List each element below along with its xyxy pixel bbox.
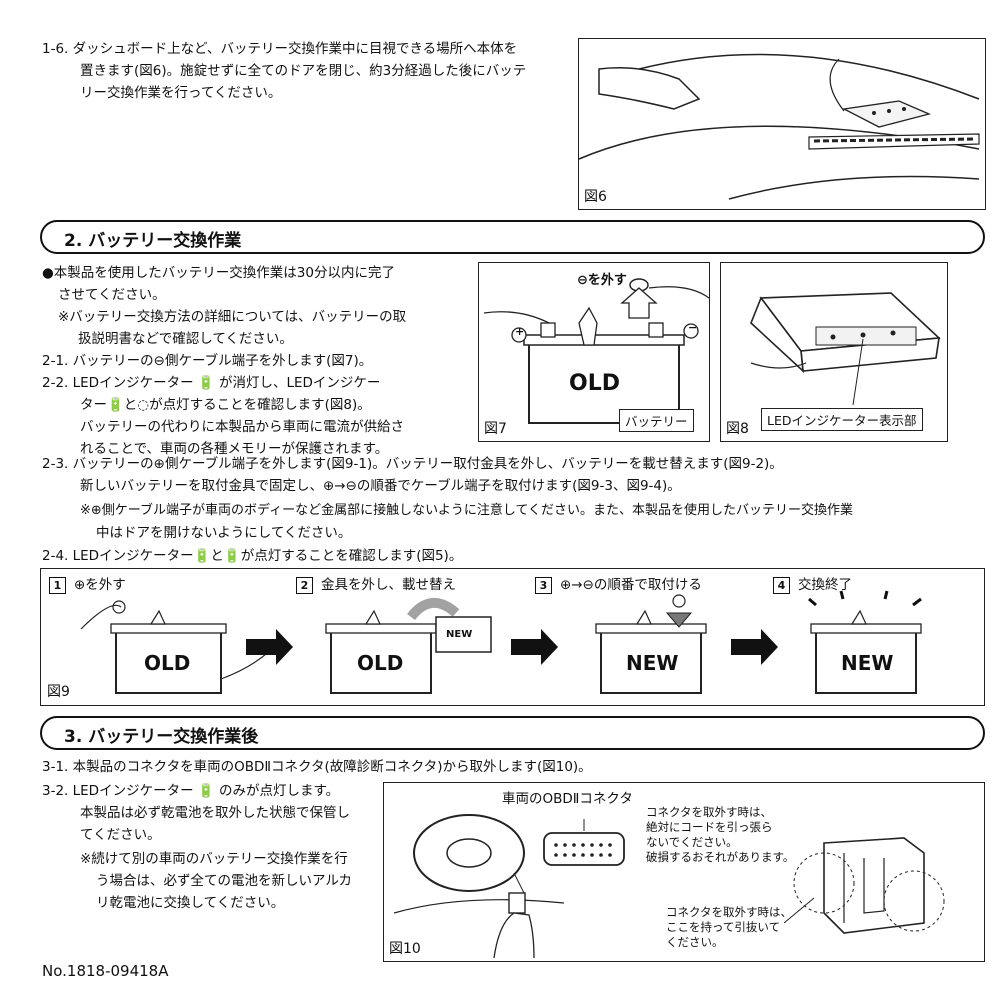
step-2-4: 2-4. LEDインジケーター🔋と🔋が点灯することを確認します(図5)。 [42,548,463,564]
fig9-step-4: 4 交換終了 [773,573,852,594]
fig7-minus: − [688,321,698,334]
figure-8-label: 図8 [726,421,749,437]
figure-8: LEDインジケーター表示部 図8 [720,262,948,442]
fig10-note-1a: コネクタを取外す時は、 [646,805,773,819]
figure-9-label: 図9 [47,684,70,700]
battery-4-illustration [808,590,922,694]
fig10-note-2a: コネクタを取外す時は、 [666,905,793,919]
step-2-3-b: 新しいバッテリーを取付金具で固定し、⊕→⊖の順番でケーブル端子を取付けます(図9… [80,478,681,494]
fig9-battery-4-label: NEW [841,651,894,675]
fig7-battery-label: バッテリー [619,409,694,432]
obd-connector-illustration [393,814,945,959]
fig9-new-small-label: NEW [446,629,473,640]
step-3-2-note-2: う場合は、必ず全ての電池を新しいアルカ [96,873,352,889]
fig9-step-1-num: 1 [49,576,66,594]
fig9-battery-3-label: NEW [626,651,679,675]
fig9-step-1: 1 ⊕を外す [49,573,126,594]
section-2-header: 2. バッテリー交換作業 [40,220,985,254]
figure-7-label: 図7 [484,421,507,437]
fig10-note-2c: ください。 [666,935,724,949]
step-2-1: 2-1. バッテリーの⊖側ケーブル端子を外します(図7)。 [42,353,373,369]
fig7-old-label: OLD [569,371,620,396]
fig9-step-1-text: ⊕を外す [74,577,126,593]
battery-3-illustration [595,594,707,694]
step-2-3-note-2: 中はドアを開けないようにしてください。 [96,525,352,541]
fig9-step-3-num: 3 [535,576,552,594]
step-2-3-a: 2-3. バッテリーの⊕側ケーブル端子を外します(図9-1)。バッテリー取付金具… [42,456,783,472]
battery-remove-illustration [483,278,709,424]
step-2-3-note-1: ※⊕側ケーブル端子が車両のボディーなど金属部に接触しないように注意してください。… [80,503,854,518]
fig9-battery-2-label: OLD [357,651,404,675]
step-1-6-line3: リー交換作業を行ってください。 [80,85,282,101]
step-3-2-note-1: ※続けて別の車両のバッテリー交換作業を行 [80,851,348,867]
fig10-note-1b: 絶対にコードを引っ張ら [646,820,773,834]
step-3-2-b: 本製品は必ず乾電池を取外した状態で保管し [80,805,350,821]
fig7-plus: + [515,325,525,338]
fig10-note-1d: 破損するおそれがあります。 [646,850,795,864]
figure-6: 図6 [578,38,986,210]
s2-bullet-2: させてください。 [58,287,166,303]
fig10-title: 車両のOBDⅡコネクタ [502,791,633,807]
document-number: No.1818-09418A [42,962,169,980]
step-3-2-note-3: リ乾電池に交換してください。 [96,895,285,911]
step-3-2-a: 3-2. LEDインジケーター 🔋 のみが点灯します。 [42,783,340,799]
figure-10-label: 図10 [389,941,421,957]
s2-bullet-1: ●本製品を使用したバッテリー交換作業は30分以内に完了 [42,265,395,281]
device-indicator-illustration [750,292,941,406]
fig9-step-2: 2 金具を外し、載せ替え [296,573,456,594]
fig8-indicator-label: LEDインジケーター表示部 [761,408,923,431]
step-2-2-b: ター🔋と◌が点灯することを確認します(図8)。 [80,397,371,413]
section-2-title: 2. バッテリー交換作業 [64,231,242,251]
fig7-remove-label: ⊖を外す [577,273,627,288]
fig10-note-2b: ここを持って引抜いて [666,920,781,934]
battery-swap-sequence [80,590,922,694]
step-1-6-line1: 1-6. ダッシュボード上など、バッテリー交換作業中に目視できる場所へ本体を [42,41,518,57]
figure-7: ⊖を外す + − OLD バッテリー 図7 [478,262,710,442]
fig10-note-1c: ないでください。 [646,835,738,849]
section-3-title: 3. バッテリー交換作業後 [64,727,259,747]
fig9-step-4-text: 交換終了 [798,577,852,593]
fig9-step-4-num: 4 [773,576,790,594]
s2-note-1: ※バッテリー交換方法の詳細については、バッテリーの取 [58,309,407,325]
battery-2-illustration [325,598,492,694]
step-3-2-c: てください。 [80,827,161,843]
battery-1-illustration [80,600,282,694]
figure-6-label: 図6 [584,189,607,205]
fig9-step-2-num: 2 [296,576,313,594]
section-3-header: 3. バッテリー交換作業後 [40,716,985,750]
figure-9: 1 ⊕を外す 2 金具を外し、載せ替え 3 ⊕→⊖の順番で取付ける 4 交換終了 OLD… [40,568,985,706]
step-2-2-d: れることで、車両の各種メモリーが保護されます。 [80,441,389,457]
fig9-step-3: 3 ⊕→⊖の順番で取付ける [535,573,702,594]
dashboard-illustration [579,53,980,200]
s2-note-2: 扱説明書などで確認してください。 [78,331,293,347]
figure-10: 車両のOBDⅡコネクタ コネクタを取外す時は、 絶対にコードを引っ張ら ないでく… [383,782,985,962]
fig9-battery-1-label: OLD [144,651,191,675]
fig9-step-3-text: ⊕→⊖の順番で取付ける [560,577,702,593]
step-1-6-line2: 置きます(図6)。施錠せずに全てのドアを閉じ、約3分経過した後にバッテ [80,63,527,79]
step-3-1: 3-1. 本製品のコネクタを車両のOBDⅡコネクタ(故障診断コネクタ)から取外し… [42,759,592,775]
step-2-2-a: 2-2. LEDインジケーター 🔋 が消灯し、LEDインジケー [42,375,381,391]
step-2-2-c: バッテリーの代わりに本製品から車両に電流が供給さ [80,419,404,435]
fig9-step-2-text: 金具を外し、載せ替え [321,577,456,593]
